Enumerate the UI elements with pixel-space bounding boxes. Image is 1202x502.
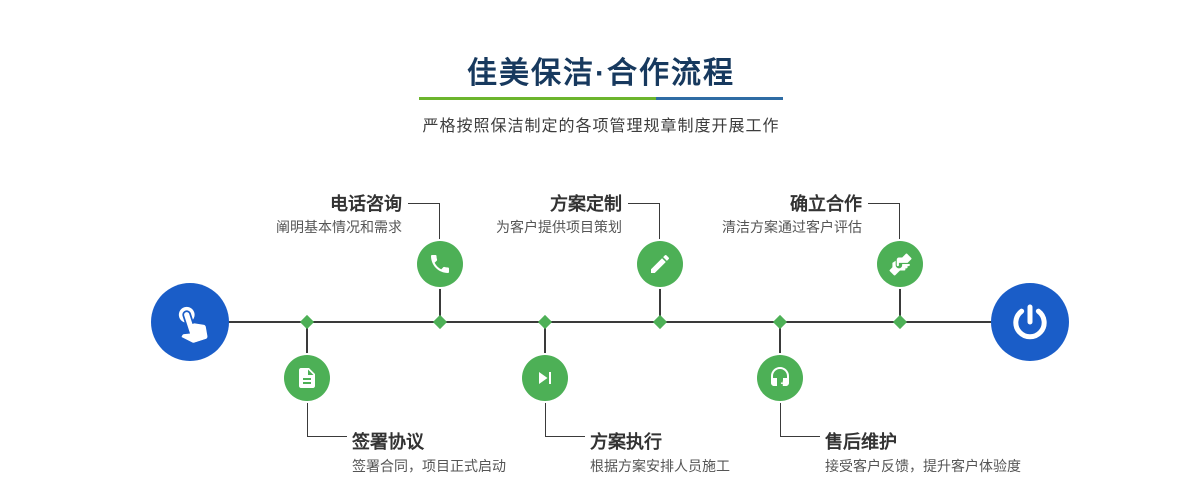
handshake-icon: [887, 251, 913, 277]
step-desc-cooperation: 清洁方案通过客户评估: [722, 219, 862, 235]
step-desc-phone: 阐明基本情况和需求: [276, 219, 402, 235]
connector-bottom-3: [779, 323, 781, 378]
step-desc-agreement: 签署合同，项目正式启动: [352, 458, 506, 474]
axis-node-diamond: [772, 314, 788, 330]
connector-top-1: [439, 264, 441, 322]
step-desc-aftersales: 接受客户反馈，提升客户体验度: [825, 458, 1021, 474]
step-title-aftersales: 售后维护: [825, 432, 897, 452]
step-title-phone: 电话咨询: [330, 194, 402, 214]
step-node-cooperation: [877, 241, 923, 287]
elbow-plan: [628, 203, 660, 242]
contract-icon: [295, 366, 319, 390]
step-node-phone: [417, 241, 463, 287]
axis-node-diamond: [892, 314, 908, 330]
elbow-cooperation: [868, 203, 900, 242]
pen-icon: [648, 252, 672, 276]
hand-pointer-icon: [169, 301, 211, 343]
step-title-execution: 方案执行: [590, 432, 662, 452]
axis-node-diamond: [652, 314, 668, 330]
elbow-phone: [408, 203, 440, 242]
axis-node-diamond: [432, 314, 448, 330]
timeline-end-node: [991, 283, 1069, 361]
timeline-start-node: [151, 283, 229, 361]
step-title-agreement: 签署协议: [352, 432, 424, 452]
connector-bottom-1: [306, 323, 308, 378]
axis-node-diamond: [299, 314, 315, 330]
elbow-aftersales: [780, 400, 820, 437]
elbow-execution: [545, 400, 585, 437]
elbow-agreement: [307, 400, 347, 437]
play-next-icon: [533, 366, 557, 390]
connector-top-2: [659, 264, 661, 322]
headset-icon: [768, 366, 792, 390]
step-title-cooperation: 确立合作: [790, 194, 862, 214]
step-title-plan: 方案定制: [550, 194, 622, 214]
page-subtitle: 严格按照保洁制定的各项管理规章制度开展工作: [422, 118, 780, 135]
page-title: 佳美保洁·合作流程: [467, 57, 735, 90]
step-node-execution: [522, 355, 568, 401]
step-desc-execution: 根据方案安排人员施工: [590, 458, 730, 474]
connector-top-3: [899, 264, 901, 322]
title-divider: [419, 97, 783, 100]
divider-green-segment: [419, 97, 656, 100]
power-icon: [1010, 302, 1050, 342]
timeline-axis: [190, 321, 1030, 323]
step-desc-plan: 为客户提供项目策划: [496, 219, 622, 235]
divider-blue-segment: [655, 97, 783, 100]
phone-icon: [428, 252, 452, 276]
step-node-aftersales: [757, 355, 803, 401]
step-node-agreement: [284, 355, 330, 401]
axis-node-diamond: [537, 314, 553, 330]
connector-bottom-2: [544, 323, 546, 378]
step-node-plan: [637, 241, 683, 287]
